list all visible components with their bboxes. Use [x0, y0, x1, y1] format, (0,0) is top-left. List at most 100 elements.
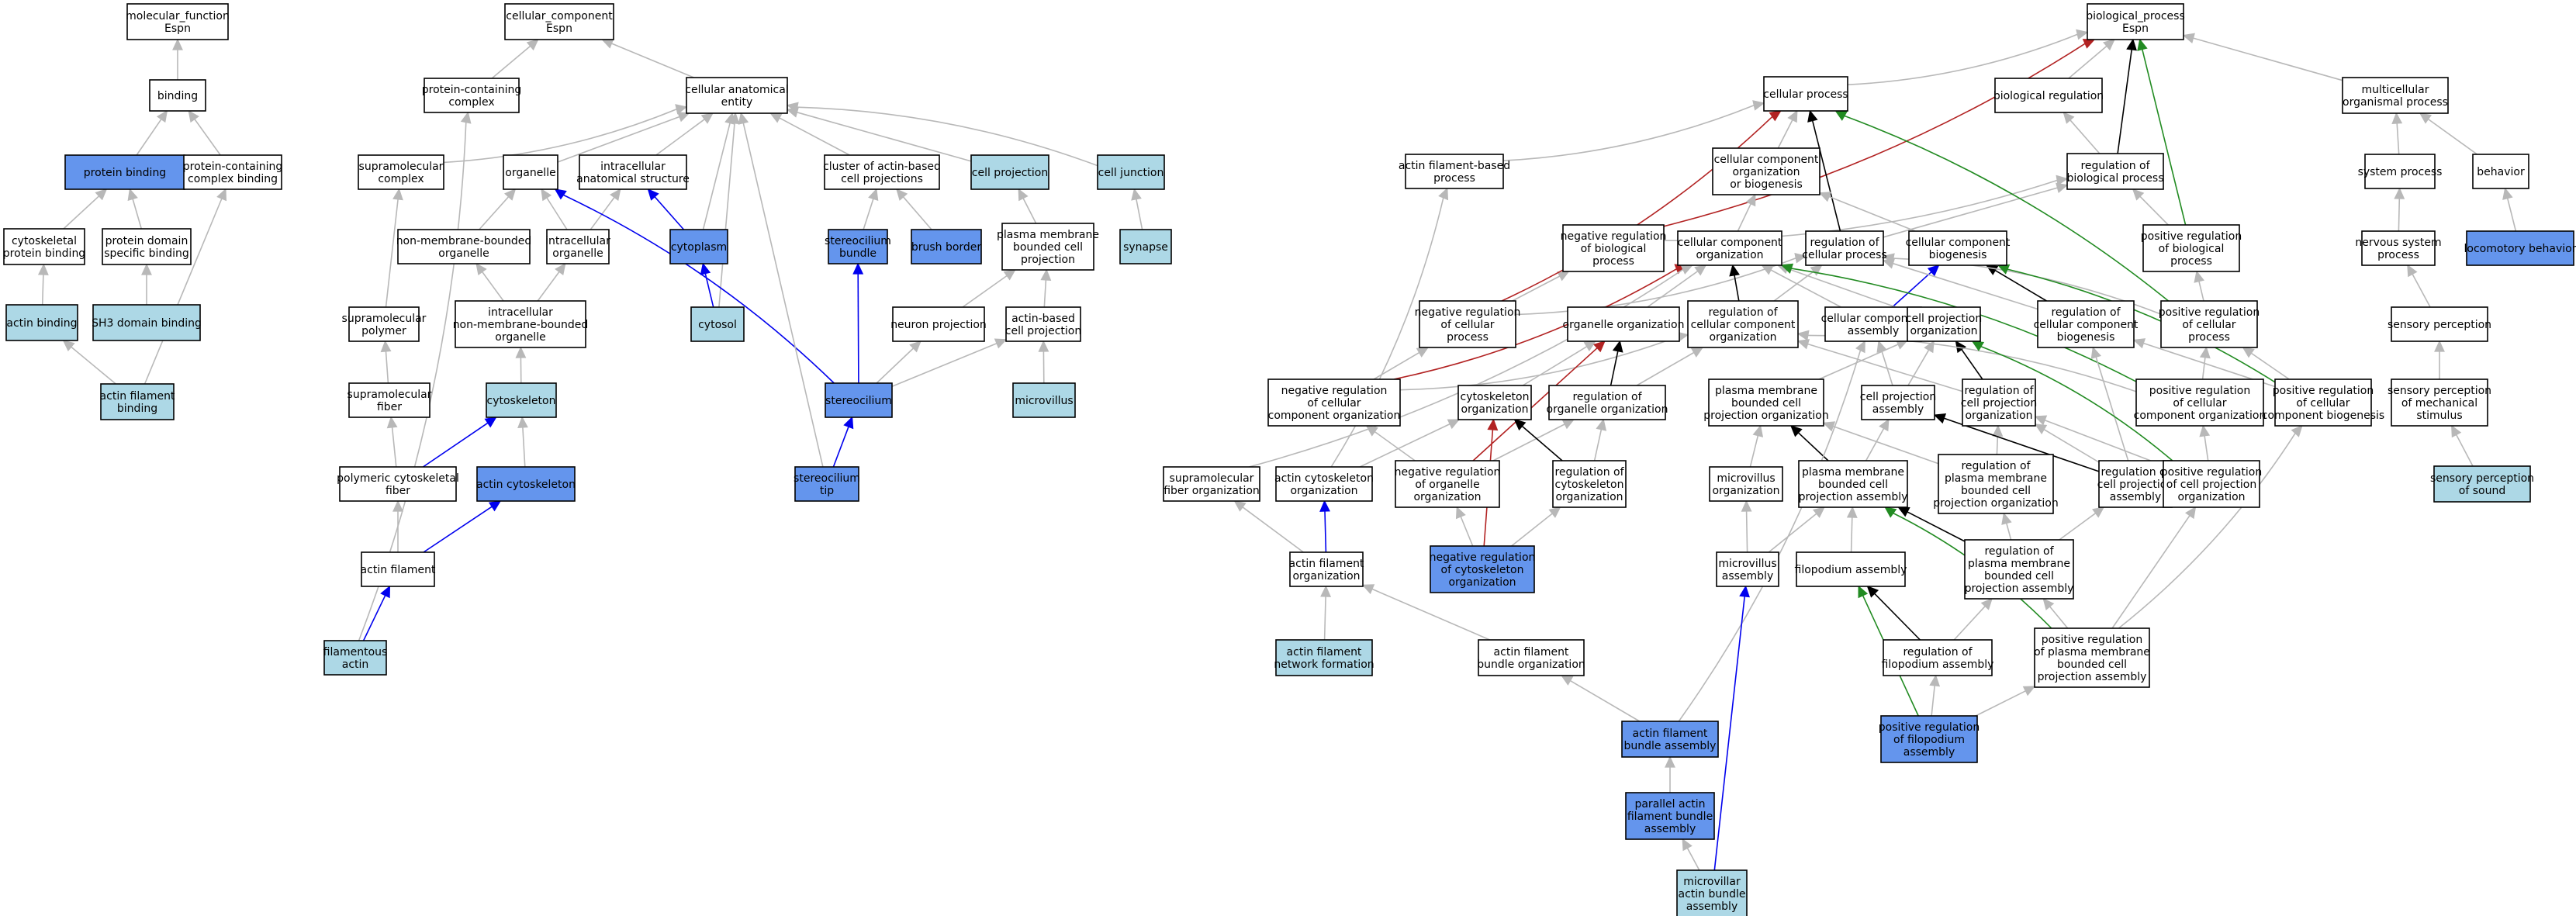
edge-arrowhead [1787, 109, 1798, 123]
go-term-node-sh3[interactable]: SH3 domain binding [92, 304, 202, 341]
edge-arrowhead [1789, 425, 1803, 437]
go-term-node-cell_projection[interactable]: cell projection [970, 154, 1049, 190]
go-term-node-inmbo[interactable]: intracellularnon-membrane-boundedorganel… [453, 300, 589, 348]
go-term-node-synapse[interactable]: synapse [1119, 229, 1172, 264]
go-term-node-behavior[interactable]: behavior [2472, 154, 2529, 189]
go-term-node-cellular_process[interactable]: cellular process [1763, 76, 1848, 112]
go-term-node-brush[interactable]: brush border [911, 229, 982, 264]
node-label-line: cellular component [1906, 237, 2011, 249]
go-term-node-cell_junction[interactable]: cell junction [1097, 154, 1165, 190]
go-term-node-system_process[interactable]: system process [2358, 154, 2443, 189]
go-term-node-binding[interactable]: binding [149, 79, 206, 112]
edge-arrowhead [1897, 506, 1910, 517]
go-term-node-stereocilium[interactable]: stereocilium [825, 382, 893, 418]
go-term-node-neuron_proj[interactable]: neuron projection [890, 306, 987, 342]
go-term-node-actin_cytoskeleton[interactable]: actin cytoskeleton [476, 466, 576, 502]
go-term-node-fa[interactable]: filopodium assembly [1795, 551, 1907, 587]
go-term-node-actin_filament[interactable]: actin filament [361, 551, 436, 587]
go-term-node-cytosol[interactable]: cytosol [690, 306, 745, 342]
go-term-node-organelle[interactable]: organelle [503, 154, 558, 190]
go-term-node-locomotory[interactable]: locomotory behavior [2464, 230, 2576, 266]
go-term-node-cytoplasm[interactable]: cytoplasm [669, 229, 728, 264]
edge-arrowhead [1933, 413, 1947, 424]
go-term-node-cytoskeleton[interactable]: cytoskeleton [486, 382, 557, 418]
go-term-node-sensory_perception[interactable]: sensory perception [2388, 306, 2491, 342]
go-term-node-protein_binding[interactable]: protein binding [64, 154, 185, 190]
go-term-node-oo[interactable]: organelle organization [1563, 306, 1685, 342]
go-term-node-microvillus[interactable]: microvillus [1012, 382, 1076, 418]
go-term-node-biol_reg[interactable]: biological regulation [1993, 78, 2104, 113]
go-term-node-actin_binding[interactable]: actin binding [5, 304, 78, 341]
